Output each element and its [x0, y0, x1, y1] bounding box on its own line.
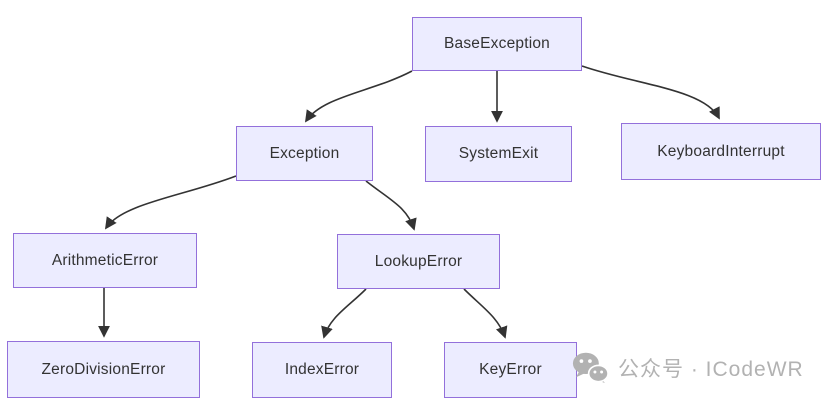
node-zerodivisionerror: ZeroDivisionError [7, 341, 200, 398]
edge-exception-to-arithmeticerror [104, 175, 237, 230]
node-keyboardinterrupt: KeyboardInterrupt [621, 123, 821, 180]
edge-exception-to-lookuperror [365, 180, 417, 231]
node-indexerror: IndexError [252, 342, 392, 398]
node-lookuperror-label: LookupError [374, 252, 463, 270]
edge-lookuperror-to-indexerror [321, 288, 367, 339]
wechat-icon [572, 352, 609, 385]
node-systemexit-label: SystemExit [458, 145, 539, 162]
node-systemexit: SystemExit [425, 126, 572, 182]
node-zerodivisionerror-label: ZeroDivisionError [41, 360, 166, 378]
node-lookuperror: LookupError [337, 234, 500, 289]
edge-lookuperror-to-keyerror [463, 288, 508, 339]
node-keyerror: KeyError [444, 342, 577, 398]
node-baseexception-label: BaseException [444, 35, 550, 52]
node-exception-label: Exception [269, 144, 340, 162]
node-keyerror-label: KeyError [479, 361, 542, 378]
node-baseexception: BaseException [412, 17, 582, 71]
edge-baseexception-to-exception [304, 70, 413, 123]
watermark-text: 公众号 · ICodeWR [618, 358, 804, 381]
node-arithmeticerror-label: ArithmeticError [51, 251, 159, 269]
edge-baseexception-to-keyboardinterrupt [581, 65, 720, 120]
node-keyboardinterrupt-label: KeyboardInterrupt [657, 142, 785, 160]
node-arithmeticerror: ArithmeticError [13, 233, 197, 288]
node-indexerror-label: IndexError [284, 361, 360, 378]
watermark: 公众号 · ICodeWR [572, 351, 804, 385]
node-exception: Exception [236, 126, 373, 181]
